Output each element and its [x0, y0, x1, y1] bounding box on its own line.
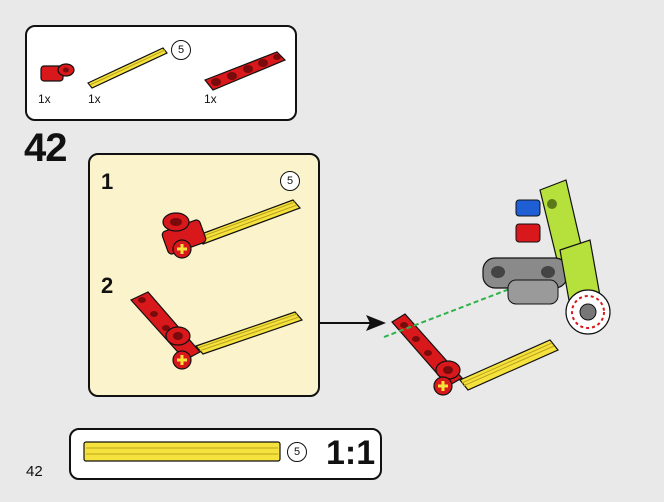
part-quantity: 1x [204, 92, 217, 106]
page-number: 42 [26, 463, 43, 480]
assembly-arrow [318, 315, 386, 331]
red-connector-part [40, 63, 75, 82]
substep-label: 2 [101, 273, 114, 298]
axle-length-badge: 5 [287, 442, 307, 462]
part-quantity: 1x [88, 92, 101, 106]
yellow-axle-part [87, 47, 168, 89]
scale-axle [83, 441, 281, 462]
axle-length-badge: 5 [171, 40, 191, 60]
red-beam-part [204, 51, 287, 91]
existing-model [482, 179, 611, 335]
substep-label: 1 [101, 169, 114, 194]
scale-ratio: 1:1 [326, 434, 376, 472]
axle-length-badge: 5 [280, 171, 300, 191]
insertion-guide-line [383, 284, 521, 338]
substep-callout [88, 153, 320, 397]
substep1-assembly [161, 199, 302, 259]
new-subassembly [391, 313, 559, 396]
substep2-assembly [130, 291, 304, 370]
step-number: 42 [24, 126, 67, 170]
part-quantity: 1x [38, 92, 51, 106]
